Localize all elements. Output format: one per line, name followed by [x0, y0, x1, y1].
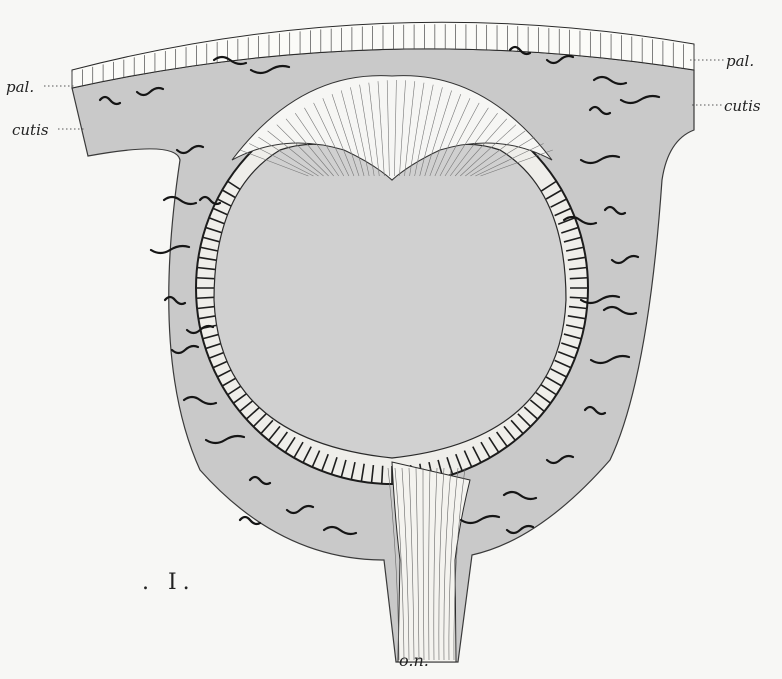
figure-number: . I. — [142, 572, 196, 594]
label-optic-nerve: o.n. — [399, 653, 429, 669]
retina-rod — [570, 278, 588, 279]
label-cutis-right: cutis — [724, 99, 761, 114]
vitreous-cavity — [214, 144, 566, 458]
retina-rod — [196, 297, 214, 298]
label-cutis-left: cutis — [12, 123, 49, 138]
retina-rod — [570, 297, 588, 298]
label-pal-right: pal. — [726, 54, 754, 69]
label-pal-left: pal. — [6, 80, 34, 95]
retina-rod — [382, 466, 383, 484]
retina-rod — [196, 278, 214, 279]
